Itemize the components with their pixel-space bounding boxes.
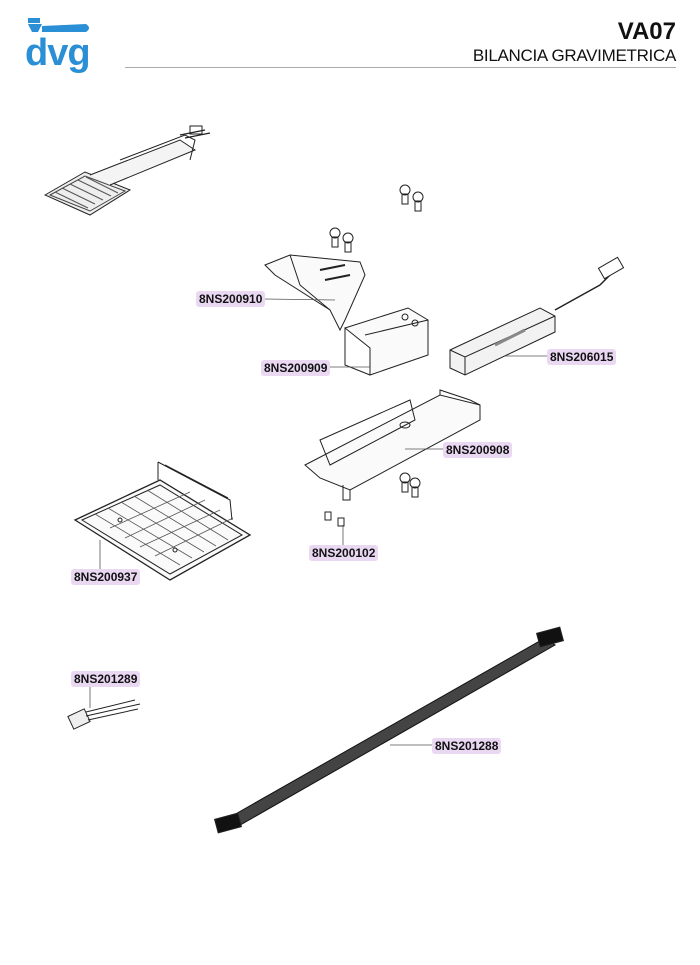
part-label-201288: 8NS201288 [432,738,502,754]
part-label-200102: 8NS200102 [309,545,379,561]
base-bracket-200908 [304,389,481,501]
drip-grid-200937 [73,461,252,581]
assembly-overview [43,125,211,216]
logo-text: dvg [25,32,91,74]
leader-lines [89,298,548,746]
part-label-200909: 8NS200909 [261,360,331,376]
load-cell-206015 [449,256,625,376]
ribbon-cable-201288 [213,626,565,834]
part-label-200937: 8NS200937 [71,569,141,585]
dvg-logo: dvg [24,18,94,83]
part-label-200910: 8NS200910 [196,291,266,307]
connector-201289 [67,699,141,730]
page-title: BILANCIA GRAVIMETRICA [472,46,676,65]
part-label-206015: 8NS206015 [547,349,617,365]
bracket-200909 [343,307,429,376]
screws-top [329,184,424,253]
bracket-200910 [264,254,366,332]
part-label-200908: 8NS200908 [443,442,513,458]
portafilter-icon [28,18,89,32]
part-label-201289: 8NS201289 [71,671,141,687]
header-divider [125,67,676,68]
spacers-200102 [324,511,345,527]
page-code: VA07 [617,18,676,45]
